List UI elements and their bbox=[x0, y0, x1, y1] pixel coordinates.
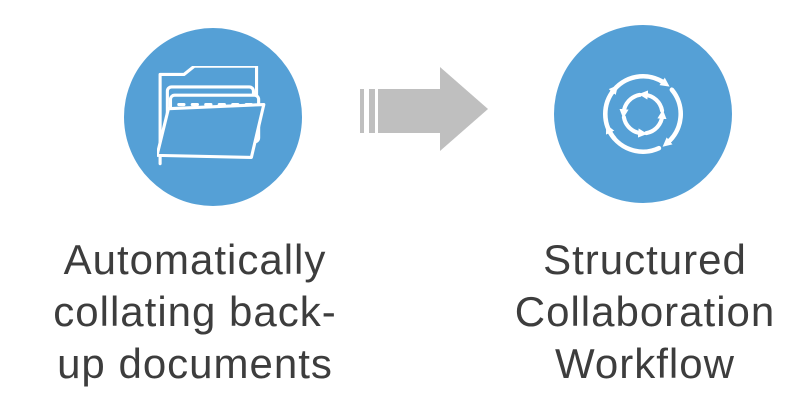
source-step-label: Automatically collating back- up documen… bbox=[53, 236, 337, 387]
target-step-label: Structured Collaboration Workflow bbox=[514, 236, 776, 387]
folder-documents-icon bbox=[157, 66, 266, 166]
cycle-arrows-icon bbox=[603, 74, 683, 154]
source-step-circle bbox=[124, 28, 302, 206]
striped-right-arrow-icon bbox=[360, 67, 488, 151]
target-step-circle bbox=[554, 25, 732, 203]
